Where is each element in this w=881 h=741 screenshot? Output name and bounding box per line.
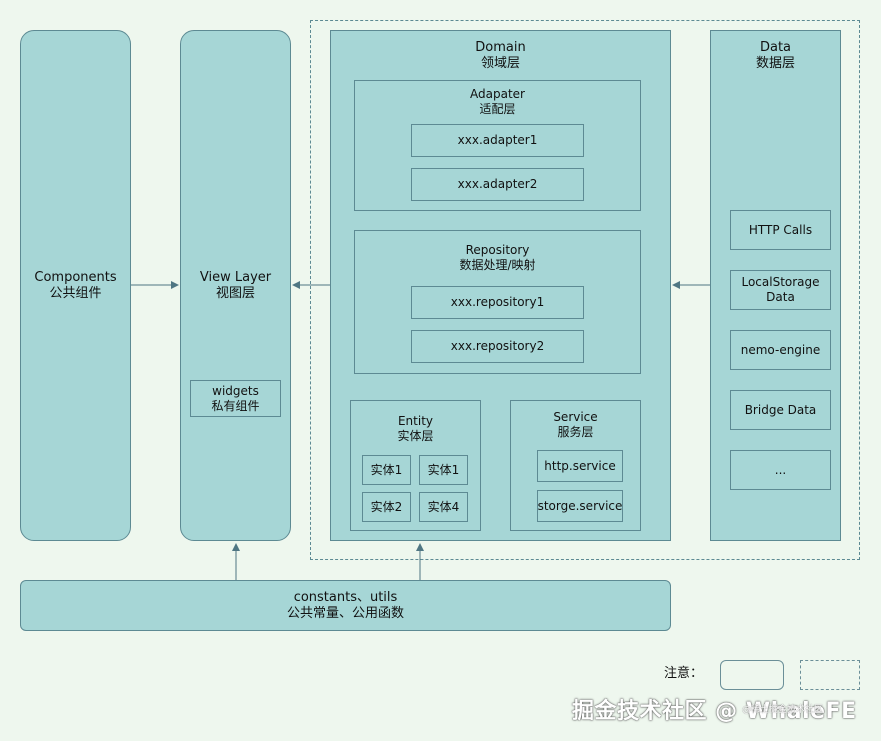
view-layer-title: View Layer xyxy=(199,269,272,285)
entity-item: 实体1 xyxy=(362,455,411,485)
entity-item: 实体2 xyxy=(362,492,411,522)
service-item: http.service xyxy=(537,450,623,482)
service-title: Service xyxy=(553,410,598,424)
data-item-localstorage: LocalStorage Data xyxy=(730,270,831,310)
constants-box: constants、utils 公共常量、公用函数 xyxy=(20,580,671,631)
repository-item: xxx.repository2 xyxy=(411,330,584,363)
constants-title: constants、utils xyxy=(293,589,398,605)
domain-data-dashed-group xyxy=(310,20,860,560)
data-subtitle: 数据层 xyxy=(755,56,795,71)
adapter-item: xxx.adapter2 xyxy=(411,168,584,201)
constants-subtitle: 公共常量、公用函数 xyxy=(286,605,404,621)
domain-subtitle: 领域层 xyxy=(480,56,520,71)
data-item-bridge-data: Bridge Data xyxy=(730,390,831,430)
domain-title: Domain xyxy=(475,40,526,55)
legend-label: 注意： xyxy=(664,666,704,681)
view-layer-subtitle: 视图层 xyxy=(215,285,255,301)
components-title: Components xyxy=(34,269,117,285)
widgets-box: widgets 私有组件 xyxy=(190,380,281,417)
service-subtitle: 服务层 xyxy=(557,425,594,439)
view-layer-box: View Layer 视图层 xyxy=(180,30,291,541)
entity-item: 实体4 xyxy=(419,492,468,522)
data-title: Data xyxy=(759,40,792,55)
adapter-subtitle: 适配层 xyxy=(479,102,516,116)
entity-subtitle: 实体层 xyxy=(397,429,434,443)
adapter-title: Adapater xyxy=(470,87,525,101)
service-item: storge.service xyxy=(537,490,623,522)
entity-title: Entity xyxy=(397,414,434,428)
data-item-http-calls: HTTP Calls xyxy=(730,210,831,250)
adapter-item: xxx.adapter1 xyxy=(411,124,584,157)
watermark-small: @稀土掘金技术社区 xyxy=(742,705,824,715)
data-item-more: ... xyxy=(730,450,831,490)
legend-dashed-box xyxy=(800,660,860,690)
data-item-nemo-engine: nemo-engine xyxy=(730,330,831,370)
widgets-title: widgets xyxy=(212,383,259,398)
legend-solid-box xyxy=(720,660,784,690)
components-box: Components 公共组件 xyxy=(20,30,131,541)
repository-subtitle: 数据处理/映射 xyxy=(459,258,536,272)
repository-item: xxx.repository1 xyxy=(411,286,584,319)
components-subtitle: 公共组件 xyxy=(49,285,102,301)
entity-item: 实体1 xyxy=(419,455,468,485)
watermark: 掘金技术社区 @ WhaleFE xyxy=(572,699,857,724)
repository-title: Repository xyxy=(465,243,530,257)
widgets-subtitle: 私有组件 xyxy=(211,398,260,413)
